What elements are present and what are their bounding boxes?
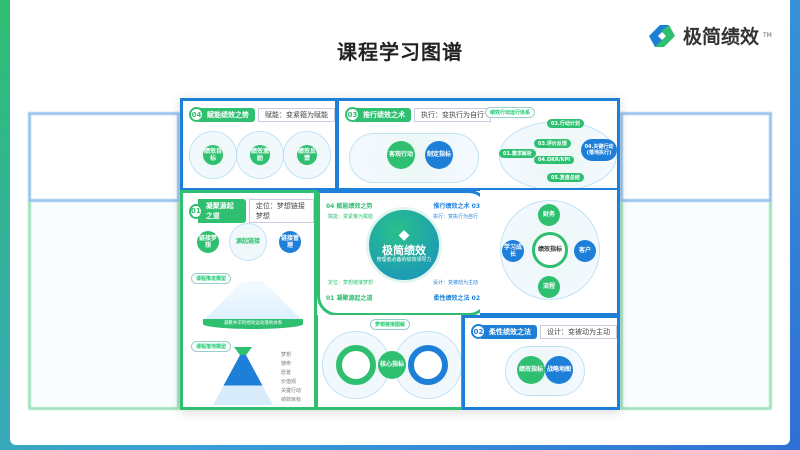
hub-q02: 柔性绩效之法 02 [433, 295, 480, 302]
ghost-panel-right [620, 112, 772, 410]
hub-q03: 推行绩效之术 03 [433, 203, 480, 210]
logo-icon [649, 24, 675, 47]
dream-panel[interactable]: 梦想链接图解 核心指标 [315, 315, 464, 410]
pyramid [213, 347, 273, 405]
page-title: 课程学习图谱 [337, 40, 463, 64]
wheel-panel[interactable]: 绩效指标 财务 客户 流程 学习成长 [480, 190, 620, 316]
ghost-panel-left [28, 112, 180, 410]
circle-node: 绩效激励 [250, 145, 270, 165]
system-title: 绩效行动运行体系 [485, 107, 536, 118]
pyramid-labels: 梦想使命愿景价值观关键行动绩效目标 [281, 352, 302, 403]
circle-node: 绩效目标 [203, 145, 223, 165]
circle-node: 绩效反馈 [297, 145, 317, 165]
center-hub[interactable]: 04 赋能绩效之势 赋能：变紧箍为赋能 推行绩效之术 03 执行：变执行为自行 … [317, 190, 489, 316]
hub-logo-circle: ◆极简绩效管理者必备的绩效领导力 [366, 207, 442, 283]
logo-text: 极简绩效 [683, 26, 760, 48]
hub-q01: 01 凝聚源起之道 [326, 295, 373, 302]
hub-q04: 04 赋能绩效之势 [326, 203, 373, 210]
